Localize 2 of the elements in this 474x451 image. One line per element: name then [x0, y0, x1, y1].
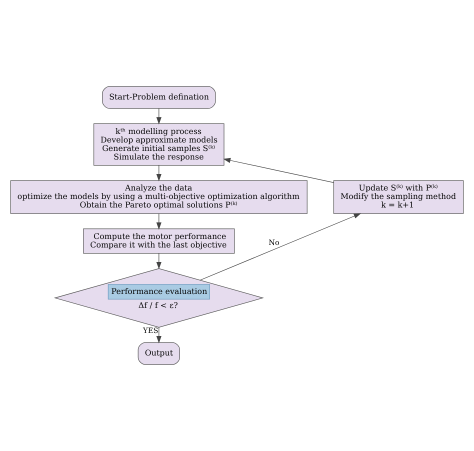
arrow	[223, 158, 334, 183]
arrow	[200, 213, 362, 280]
